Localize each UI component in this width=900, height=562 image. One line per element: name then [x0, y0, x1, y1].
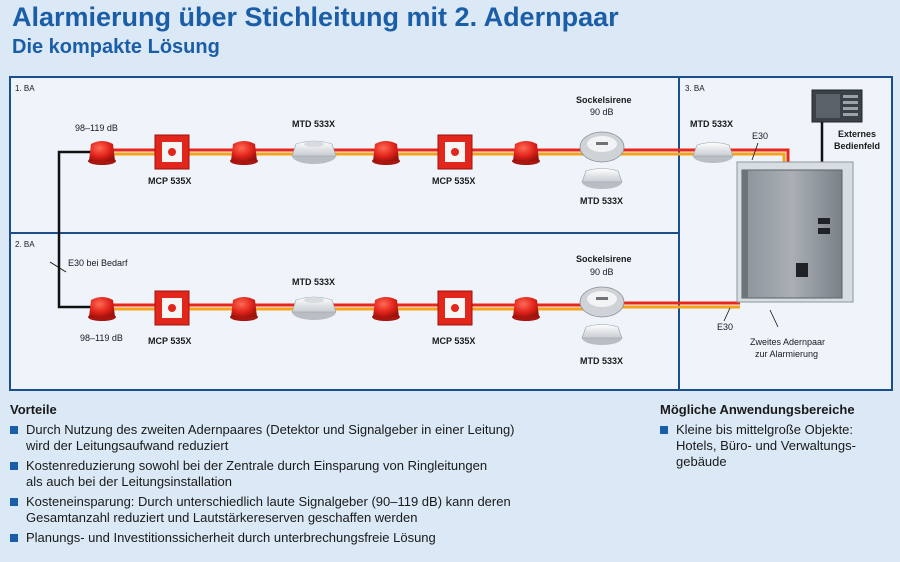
bullet-icon	[10, 498, 18, 506]
detector-label: MTD 533X	[690, 119, 733, 129]
panel-label-line1: Externes	[838, 129, 876, 139]
sounder-icon	[88, 297, 116, 321]
row2-wires	[100, 301, 740, 311]
manual-call-point-icon	[154, 134, 190, 170]
manual-call-point-icon	[437, 290, 473, 326]
external-panel-icon	[811, 89, 863, 123]
sounder-icon	[512, 297, 540, 321]
pair-leader	[769, 309, 779, 328]
base-sounder-icon	[579, 131, 625, 163]
list-item: Kleine bis mittelgroße Objekte: Hotels, …	[660, 422, 900, 470]
e30-leader-bottom	[723, 307, 731, 322]
wiring-diagram: 1. BA 2. BA 3. BA E30 bei Bedarf	[9, 76, 893, 391]
list-item-line: Kostenreduzierung sowohl bei der Zentral…	[26, 458, 488, 473]
e30-leader-top	[751, 142, 759, 161]
section-1-label: 1. BA	[15, 84, 35, 93]
anwendung-heading: Mögliche Anwendungsbereiche	[660, 402, 855, 417]
detector-label: MTD 533X	[292, 277, 335, 287]
anwendung-list: Kleine bis mittelgroße Objekte: Hotels, …	[660, 422, 900, 470]
list-item-line: Hotels, Büro- und Verwaltungs-	[676, 438, 856, 453]
pair-label-line1: Zweites Adernpaar	[750, 337, 825, 347]
vorteile-heading: Vorteile	[10, 402, 57, 417]
smoke-detector-icon	[291, 296, 337, 320]
bottom-detector-label: MTD 533X	[580, 356, 623, 366]
manual-call-point-icon	[154, 290, 190, 326]
smoke-detector-icon	[581, 324, 623, 345]
mcp-label: MCP 535X	[432, 336, 475, 346]
bullet-icon	[660, 426, 668, 434]
smoke-detector-icon	[581, 168, 623, 189]
base-sounder-label: Sockelsirene	[576, 254, 632, 264]
sounder-icon	[372, 297, 400, 321]
detector-label: MTD 533X	[292, 119, 335, 129]
list-item-line: gebäude	[676, 454, 727, 469]
manual-call-point-icon	[437, 134, 473, 170]
sounder-icon	[230, 297, 258, 321]
list-item-line: wird der Leitungsaufwand reduziert	[26, 438, 229, 453]
smoke-detector-icon	[692, 142, 734, 163]
anwendung-section: Mögliche Anwendungsbereiche Kleine bis m…	[660, 402, 900, 474]
base-sounder-db: 90 dB	[590, 107, 614, 117]
section-3-label: 3. BA	[685, 84, 705, 93]
list-item-line: Kleine bis mittelgroße Objekte:	[676, 422, 854, 437]
list-item-line: Planungs- und Investitionssicherheit dur…	[26, 530, 436, 545]
list-item: Planungs- und Investitionssicherheit dur…	[10, 530, 610, 546]
sounder-icon	[230, 141, 258, 165]
base-sounder-label: Sockelsirene	[576, 95, 632, 105]
e30-label-bottom: E30	[717, 322, 733, 332]
bullet-icon	[10, 462, 18, 470]
pair-label-line2: zur Alarmierung	[755, 349, 818, 359]
row2-devices	[88, 286, 625, 345]
list-item-line: Durch Nutzung des zweiten Adernpaares (D…	[26, 422, 515, 437]
control-panel-cabinet	[736, 161, 854, 303]
bullet-icon	[10, 534, 18, 542]
base-sounder-icon	[579, 286, 625, 318]
list-item: Kosteneinsparung: Durch unterschiedlich …	[10, 494, 610, 526]
cable-note-leader	[49, 261, 67, 273]
list-item-line: als auch bei der Leitungsinstallation	[26, 474, 232, 489]
page-subtitle: Die kompakte Lösung	[12, 36, 220, 58]
vorteile-section: Vorteile Durch Nutzung des zweiten Adern…	[10, 402, 610, 550]
sounder-icon	[88, 141, 116, 165]
e30-label-top: E30	[752, 131, 768, 141]
panel-label-line2: Bedienfeld	[834, 141, 880, 151]
base-sounder-db: 90 dB	[590, 267, 614, 277]
cable-note: E30 bei Bedarf	[68, 258, 128, 268]
row1-devices	[88, 131, 625, 189]
bottom-detector-label: MTD 533X	[580, 196, 623, 206]
sounder-db-label: 98–119 dB	[75, 123, 118, 133]
mcp-label: MCP 535X	[148, 176, 191, 186]
bullet-icon	[10, 426, 18, 434]
section-2-label: 2. BA	[15, 240, 35, 249]
vorteile-list: Durch Nutzung des zweiten Adernpaares (D…	[10, 422, 610, 546]
list-item-line: Gesamtanzahl reduziert und Lautstärkeres…	[26, 510, 418, 525]
stub-cable	[57, 150, 100, 309]
mcp-label: MCP 535X	[148, 336, 191, 346]
list-item: Durch Nutzung des zweiten Adernpaares (D…	[10, 422, 610, 454]
list-item-line: Kosteneinsparung: Durch unterschiedlich …	[26, 494, 511, 509]
smoke-detector-icon	[291, 140, 337, 164]
sounder-db-label: 98–119 dB	[80, 333, 123, 343]
section3-detector	[692, 142, 734, 163]
mcp-label: MCP 535X	[432, 176, 475, 186]
sounder-icon	[372, 141, 400, 165]
list-item: Kostenreduzierung sowohl bei der Zentral…	[10, 458, 610, 490]
sounder-icon	[512, 141, 540, 165]
page-title: Alarmierung über Stichleitung mit 2. Ade…	[12, 2, 619, 32]
